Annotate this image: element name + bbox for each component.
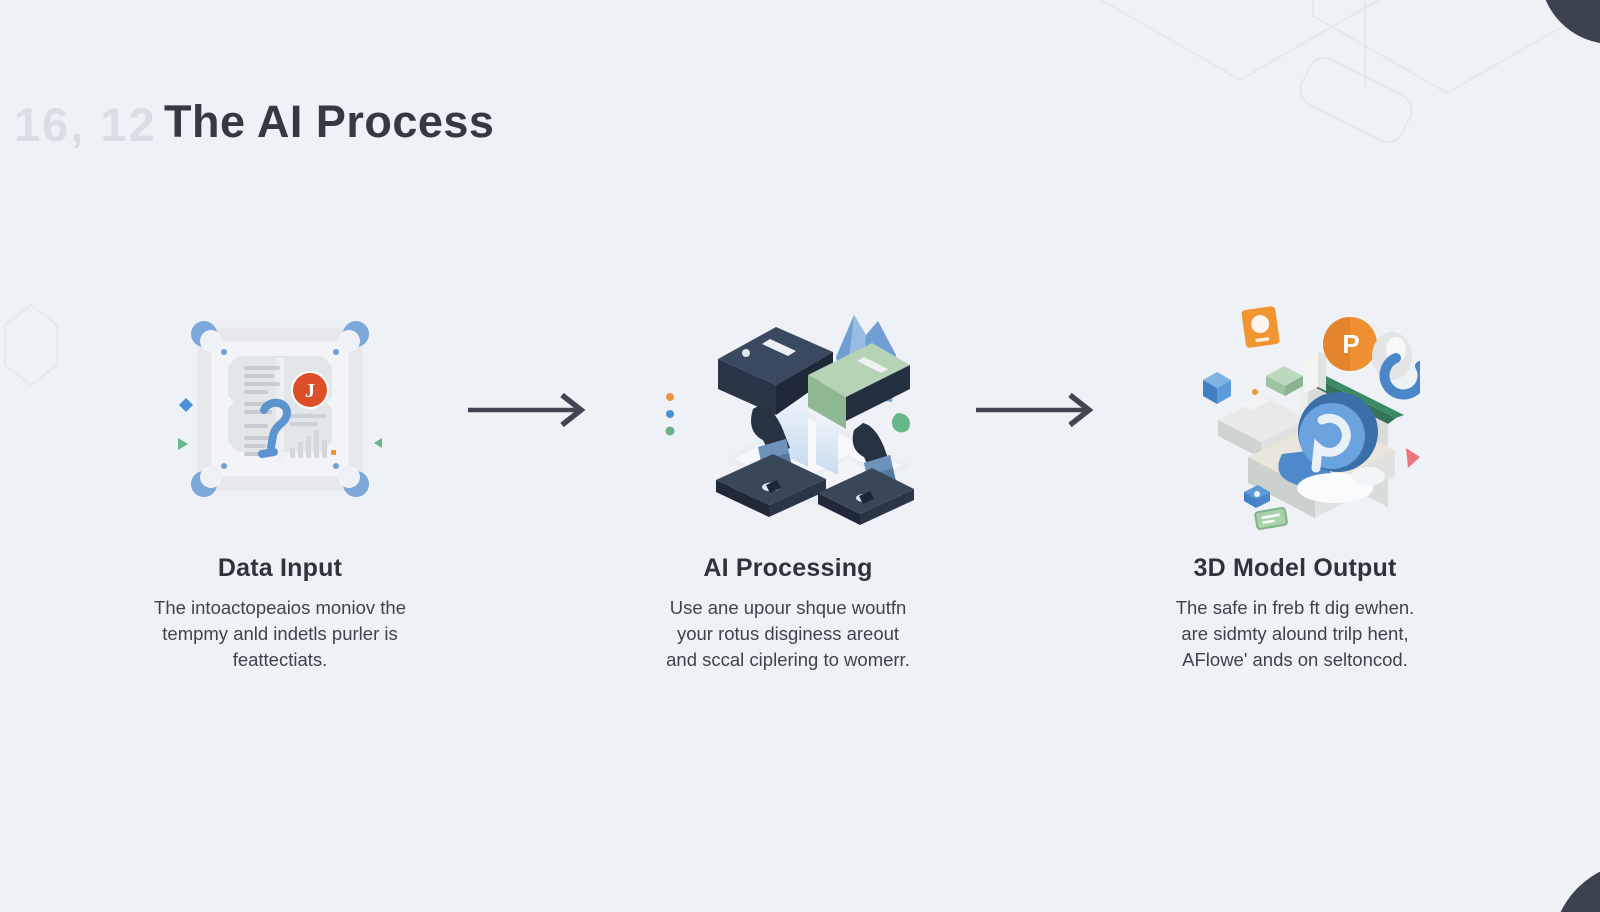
description-line: your rotus disginess areout: [676, 622, 900, 644]
model-badge-letter: P: [1342, 329, 1359, 359]
corner-decoration-bottom-right: [1552, 862, 1600, 912]
step-title: Data Input: [217, 554, 343, 582]
description-line: The intoactopeaios moniov the: [154, 597, 406, 618]
ai-processing-illustration: [608, 276, 968, 548]
page-title: The AI Process: [164, 96, 495, 147]
isometric-model-icon: P: [1203, 306, 1420, 530]
description-line: and sccal ciplering to womerr.: [666, 648, 910, 670]
description-line: feattectiats.: [232, 648, 328, 670]
step-description: The safe in freb ft dig ewhen. are sidmt…: [1115, 595, 1475, 672]
step-title: AI Processing: [703, 554, 873, 582]
description-line: Use ane upour shque woutfn: [669, 597, 907, 618]
flow-arrow-icon: [468, 392, 586, 428]
model-output-illustration: P: [1115, 276, 1475, 548]
flow-arrow-icon: [976, 392, 1094, 428]
step-description: The intoactopeaios moniov the tempmy anl…: [100, 595, 460, 672]
description-line: AFlowe' ands on seltoncod.: [1182, 648, 1408, 670]
step-description: Use ane upour shque woutfn your rotus di…: [608, 595, 968, 672]
step-3d-model-output: P: [1115, 276, 1475, 672]
document-badge-letter: J: [305, 380, 315, 402]
data-input-illustration: J: [100, 276, 460, 548]
description-line: The safe in freb ft dig ewhen.: [1175, 597, 1415, 618]
step-data-input: J: [100, 276, 460, 672]
step-title: 3D Model Output: [1193, 554, 1397, 582]
corner-decoration-top-right: [1540, 0, 1600, 44]
step-ai-processing: AI Processing Use ane upour shque woutfn…: [608, 276, 968, 672]
ghost-page-numbers: 16, 12: [14, 98, 157, 151]
description-line: tempmy anld indetls purler is: [162, 622, 398, 644]
robot-machines-icon: [665, 315, 914, 525]
document-frame-icon: J: [178, 321, 382, 497]
description-line: are sidmty alound trilp hent,: [1181, 622, 1409, 644]
